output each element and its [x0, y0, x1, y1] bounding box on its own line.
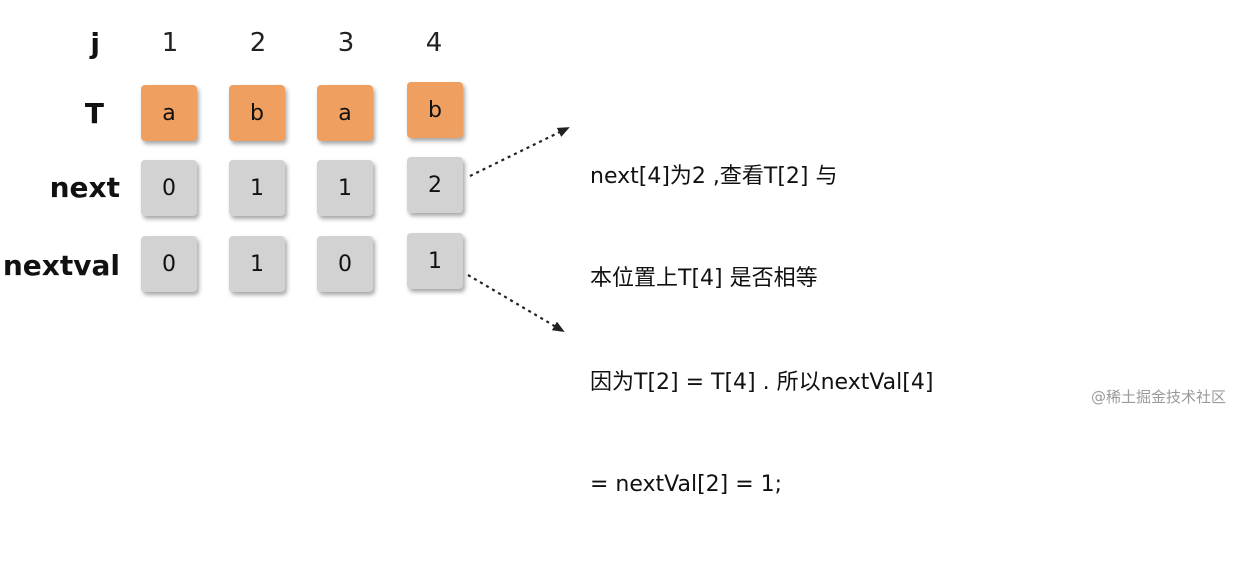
row-label-next: next [49, 171, 120, 204]
row-label-nextval: nextval [2, 249, 120, 282]
diagram: j 1 2 3 4 T a b a b next 0 1 1 2 nextval… [2, 27, 1226, 498]
column-header-label: j [90, 27, 100, 60]
t-cell-2: b [229, 85, 285, 141]
note-bottom-line-1: 因为T[2] = T[4] . 所以nextVal[4] [590, 370, 934, 395]
t-cell-4: b [407, 82, 463, 138]
note-top-line-1: next[4]为2 ,查看T[2] 与 [590, 164, 838, 189]
column-index-4: 4 [425, 28, 443, 58]
column-index-3: 3 [337, 28, 355, 58]
column-index-1: 1 [161, 28, 179, 58]
next-cell-3: 1 [317, 160, 373, 216]
nextval-cell-2: 1 [229, 236, 285, 292]
arrow-layer [467, 127, 570, 333]
row-label-t: T [84, 97, 104, 130]
note-top-line-2: 本位置上T[4] 是否相等 [590, 266, 818, 291]
arrow-to-bottom-note [467, 274, 565, 333]
next-cell-2: 1 [229, 160, 285, 216]
arrow-to-top-note [469, 127, 570, 177]
note-bottom: 因为T[2] = T[4] . 所以nextVal[4] = nextVal[2… [590, 298, 933, 570]
note-bottom-line-2: = nextVal[2] = 1; [590, 472, 783, 497]
t-cell-3: a [317, 85, 373, 141]
next-cell-4: 2 [407, 157, 463, 213]
column-index-2: 2 [249, 28, 267, 58]
nextval-cell-3: 0 [317, 236, 373, 292]
nextval-cell-1: 0 [141, 236, 197, 292]
next-cell-1: 0 [141, 160, 197, 216]
footer-credit: @稀土掘金技术社区 [1090, 388, 1226, 406]
note-top: next[4]为2 ,查看T[2] 与 本位置上T[4] 是否相等 [590, 92, 837, 364]
nextval-cell-4: 1 [407, 233, 463, 289]
t-cell-1: a [141, 85, 197, 141]
